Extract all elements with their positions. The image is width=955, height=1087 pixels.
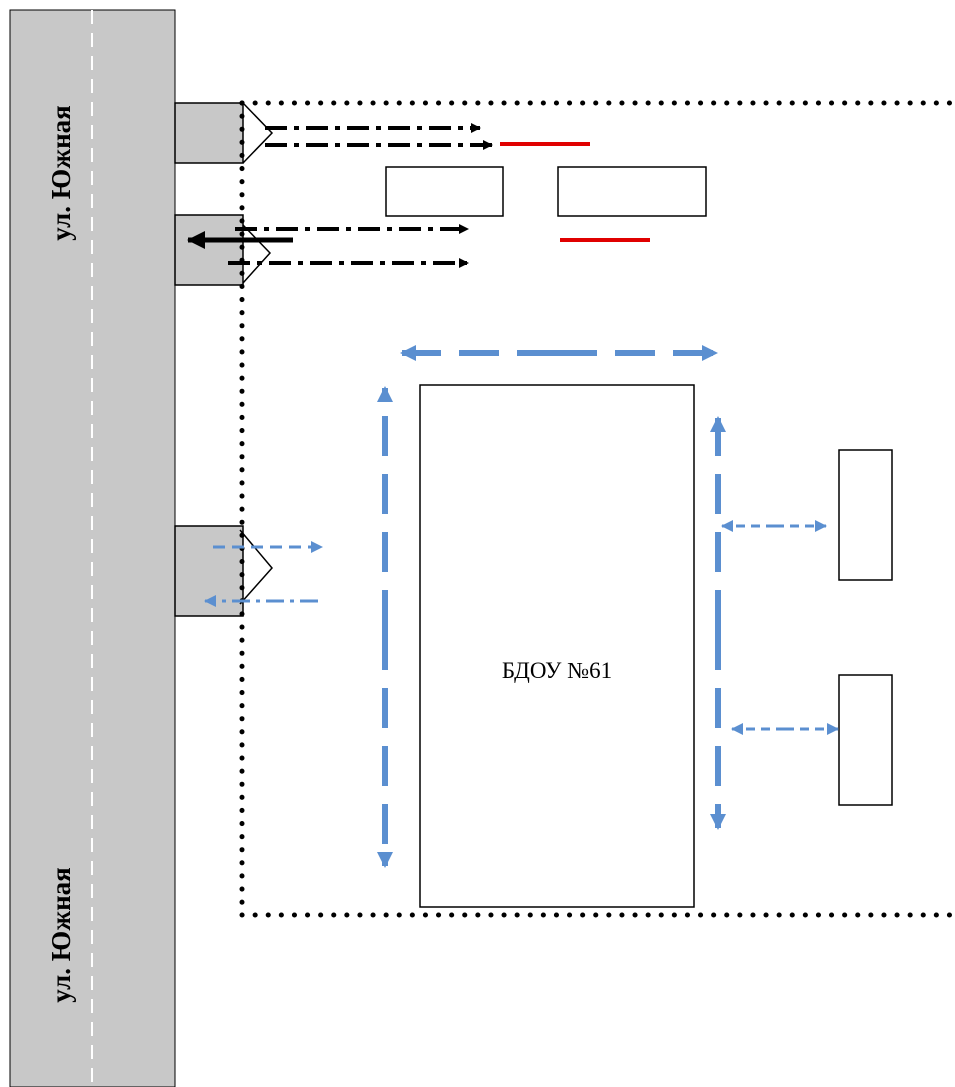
gate-middle-icon — [242, 224, 272, 284]
street-road — [9, 9, 176, 1087]
small-structure-1 — [838, 449, 893, 581]
gate-top-icon — [242, 102, 274, 164]
gate-pedestrian-icon — [239, 529, 273, 605]
building-label: БДОУ №61 — [502, 658, 612, 683]
entrance-middle — [174, 214, 272, 286]
vehicle-paths — [187, 123, 493, 268]
parking-box-2 — [557, 166, 707, 217]
territory-boundary — [239, 100, 955, 918]
main-building: БДОУ №61 — [419, 384, 695, 908]
parking-box-1 — [385, 166, 504, 217]
pedestrian-paths — [204, 345, 839, 868]
street-label-bottom: ул. Южная — [46, 867, 76, 1002]
entrance-top — [174, 102, 274, 164]
street-label-top: ул. Южная — [46, 105, 76, 240]
small-structure-2 — [838, 674, 893, 806]
